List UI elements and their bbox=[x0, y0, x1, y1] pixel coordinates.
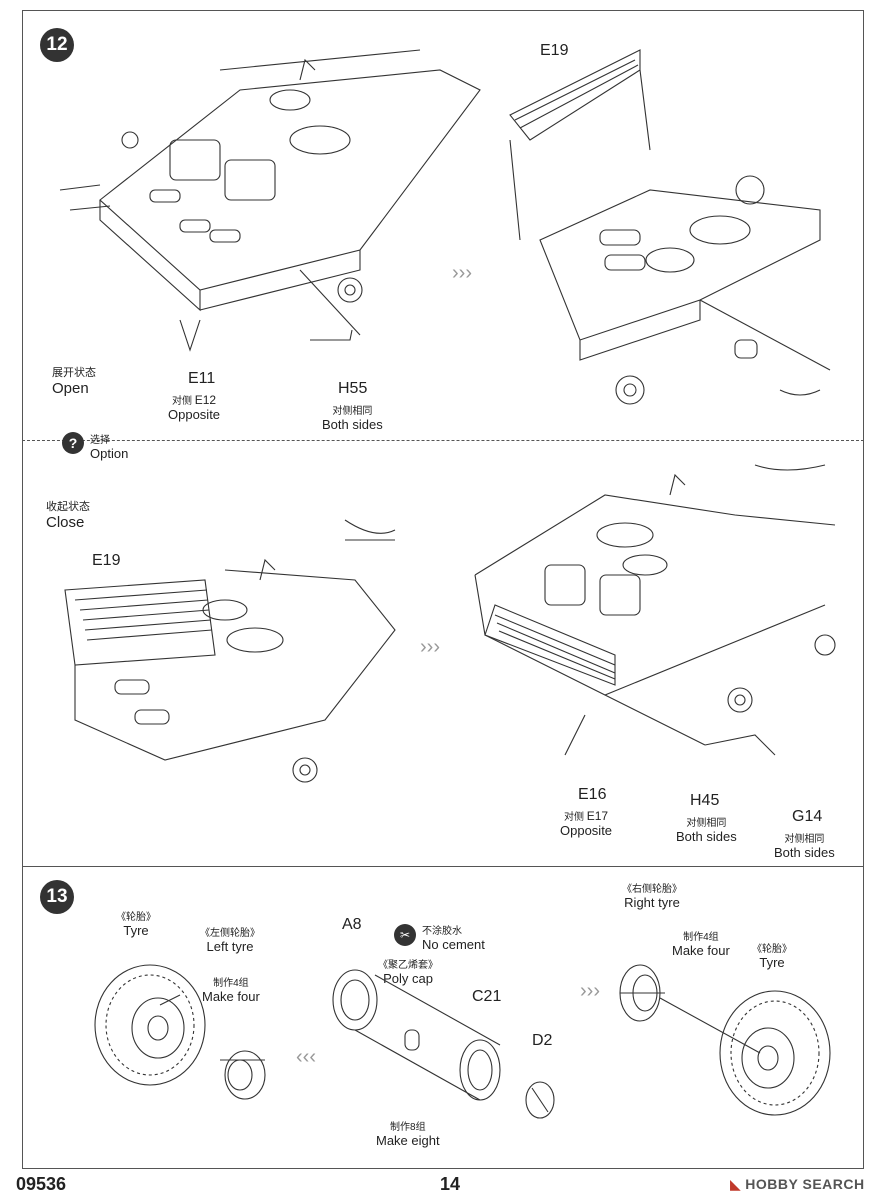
e11-note-en: Opposite bbox=[168, 407, 221, 422]
make-eight-en: Make eight bbox=[376, 1133, 440, 1148]
left-tyre-en: Left tyre bbox=[206, 939, 254, 954]
step-arrow-bottom: ››› bbox=[420, 636, 440, 658]
e16-note-en: Opposite bbox=[560, 823, 613, 838]
option-icon: ? bbox=[62, 432, 84, 454]
watermark-logo-icon: ◣ bbox=[730, 1176, 742, 1192]
part-h45-label: H45 bbox=[690, 792, 720, 809]
part-e16-label: E16 bbox=[578, 786, 607, 803]
open-state-cn: 展开状态 bbox=[52, 367, 96, 379]
e16-note-part: E17 bbox=[586, 809, 609, 823]
watermark-text: HOBBY SEARCH bbox=[745, 1176, 865, 1192]
left-tyre-drawing bbox=[94, 964, 266, 1100]
frame-bottom bbox=[22, 1168, 864, 1169]
e16-note-cn: 对侧 bbox=[563, 812, 584, 823]
part-e19-top-label: E19 bbox=[540, 42, 569, 59]
hull-close-left-drawing bbox=[64, 519, 396, 783]
make-eight-label: 制作8组 Make eight bbox=[376, 1118, 440, 1148]
right-tyre-label: 《右侧轮胎》 Right tyre bbox=[622, 880, 682, 910]
hull-open-right-drawing bbox=[509, 49, 831, 405]
option-cn: 选择 bbox=[90, 435, 110, 446]
h55-note-cn: 对侧相同 bbox=[332, 406, 373, 417]
make-four-right-cn: 制作4组 bbox=[683, 932, 719, 943]
right-tyre-en: Right tyre bbox=[624, 895, 680, 910]
make-eight-cn: 制作8组 bbox=[390, 1122, 426, 1133]
step13-arrow-left: ‹‹‹ bbox=[296, 1046, 316, 1068]
left-tyre-label: 《左侧轮胎》 Left tyre bbox=[200, 924, 260, 954]
left-tyre-cn: 《左侧轮胎》 bbox=[200, 928, 260, 939]
poly-cap-en: Poly cap bbox=[383, 971, 433, 986]
open-state-label: 展开状态 Open bbox=[52, 364, 96, 397]
part-e19-bottom-label: E19 bbox=[92, 552, 121, 569]
hull-close-right-drawing bbox=[474, 464, 836, 756]
make-four-left-en: Make four bbox=[202, 989, 260, 1004]
option-divider bbox=[22, 440, 864, 441]
part-g14-label: G14 bbox=[792, 808, 823, 825]
poly-cap-cn: 《聚乙烯套》 bbox=[378, 960, 438, 971]
step-12-badge: 12 bbox=[40, 28, 74, 62]
watermark: ◣HOBBY SEARCH bbox=[730, 1176, 865, 1193]
tyre-right-cn: 《轮胎》 bbox=[752, 944, 792, 955]
hull-open-left-drawing bbox=[59, 49, 481, 352]
close-state-label: 收起状态 Close bbox=[46, 498, 90, 531]
g14-note-en: Both sides bbox=[774, 845, 835, 860]
step-13-badge: 13 bbox=[40, 880, 74, 914]
tyre-left-cn: 《轮胎》 bbox=[116, 912, 156, 923]
no-cement-icon: ✂ bbox=[394, 924, 416, 946]
h45-note-cn: 对侧相同 bbox=[686, 818, 727, 829]
open-state-en: Open bbox=[52, 380, 89, 397]
no-cement-en: No cement bbox=[422, 937, 485, 952]
option-label: 选择 Option bbox=[90, 431, 128, 461]
make-four-left-cn: 制作4组 bbox=[213, 978, 249, 989]
step-divider bbox=[22, 866, 864, 867]
tyre-left-en: Tyre bbox=[123, 923, 149, 938]
tyre-right-label: 《轮胎》 Tyre bbox=[752, 940, 792, 970]
option-en: Option bbox=[90, 446, 129, 461]
close-state-cn: 收起状态 bbox=[46, 501, 90, 513]
tyre-right-en: Tyre bbox=[759, 955, 785, 970]
no-cement-label: 不涂胶水 No cement bbox=[422, 922, 485, 952]
part-h55-note: 对侧相同 Both sides bbox=[322, 402, 383, 432]
make-four-right-label: 制作4组 Make four bbox=[672, 928, 730, 958]
part-h55-label: H55 bbox=[338, 380, 368, 397]
e11-note-cn: 对侧 bbox=[171, 396, 192, 407]
part-d2-label: D2 bbox=[532, 1032, 553, 1049]
part-e11-note: 对侧 E12 Opposite bbox=[168, 392, 220, 422]
h45-note-en: Both sides bbox=[676, 829, 737, 844]
tyre-left-label: 《轮胎》 Tyre bbox=[116, 908, 156, 938]
no-cement-cn: 不涂胶水 bbox=[422, 926, 462, 937]
e11-note-part: E12 bbox=[194, 393, 217, 407]
part-a8-label: A8 bbox=[342, 916, 362, 933]
part-e16-note: 对侧 E17 Opposite bbox=[560, 808, 612, 838]
page-number: 14 bbox=[440, 1174, 461, 1194]
part-h45-note: 对侧相同 Both sides bbox=[676, 814, 737, 844]
step13-arrow-right: ››› bbox=[580, 980, 600, 1002]
make-four-right-en: Make four bbox=[672, 943, 730, 958]
part-g14-note: 对侧相同 Both sides bbox=[774, 830, 835, 860]
make-four-left-label: 制作4组 Make four bbox=[202, 974, 260, 1004]
right-tyre-drawing bbox=[619, 964, 831, 1116]
close-state-en: Close bbox=[46, 514, 85, 531]
part-e11-label: E11 bbox=[188, 370, 216, 387]
right-tyre-cn: 《右侧轮胎》 bbox=[622, 884, 682, 895]
g14-note-cn: 对侧相同 bbox=[784, 834, 825, 845]
part-c21-label: C21 bbox=[472, 988, 502, 1005]
wheel-hub-drawing bbox=[332, 969, 555, 1119]
step-arrow-top: ››› bbox=[452, 262, 472, 284]
h55-note-en: Both sides bbox=[322, 417, 383, 432]
page-code: 09536 bbox=[16, 1174, 67, 1194]
page-frame bbox=[22, 10, 864, 1168]
poly-cap-label: 《聚乙烯套》 Poly cap bbox=[378, 956, 438, 986]
